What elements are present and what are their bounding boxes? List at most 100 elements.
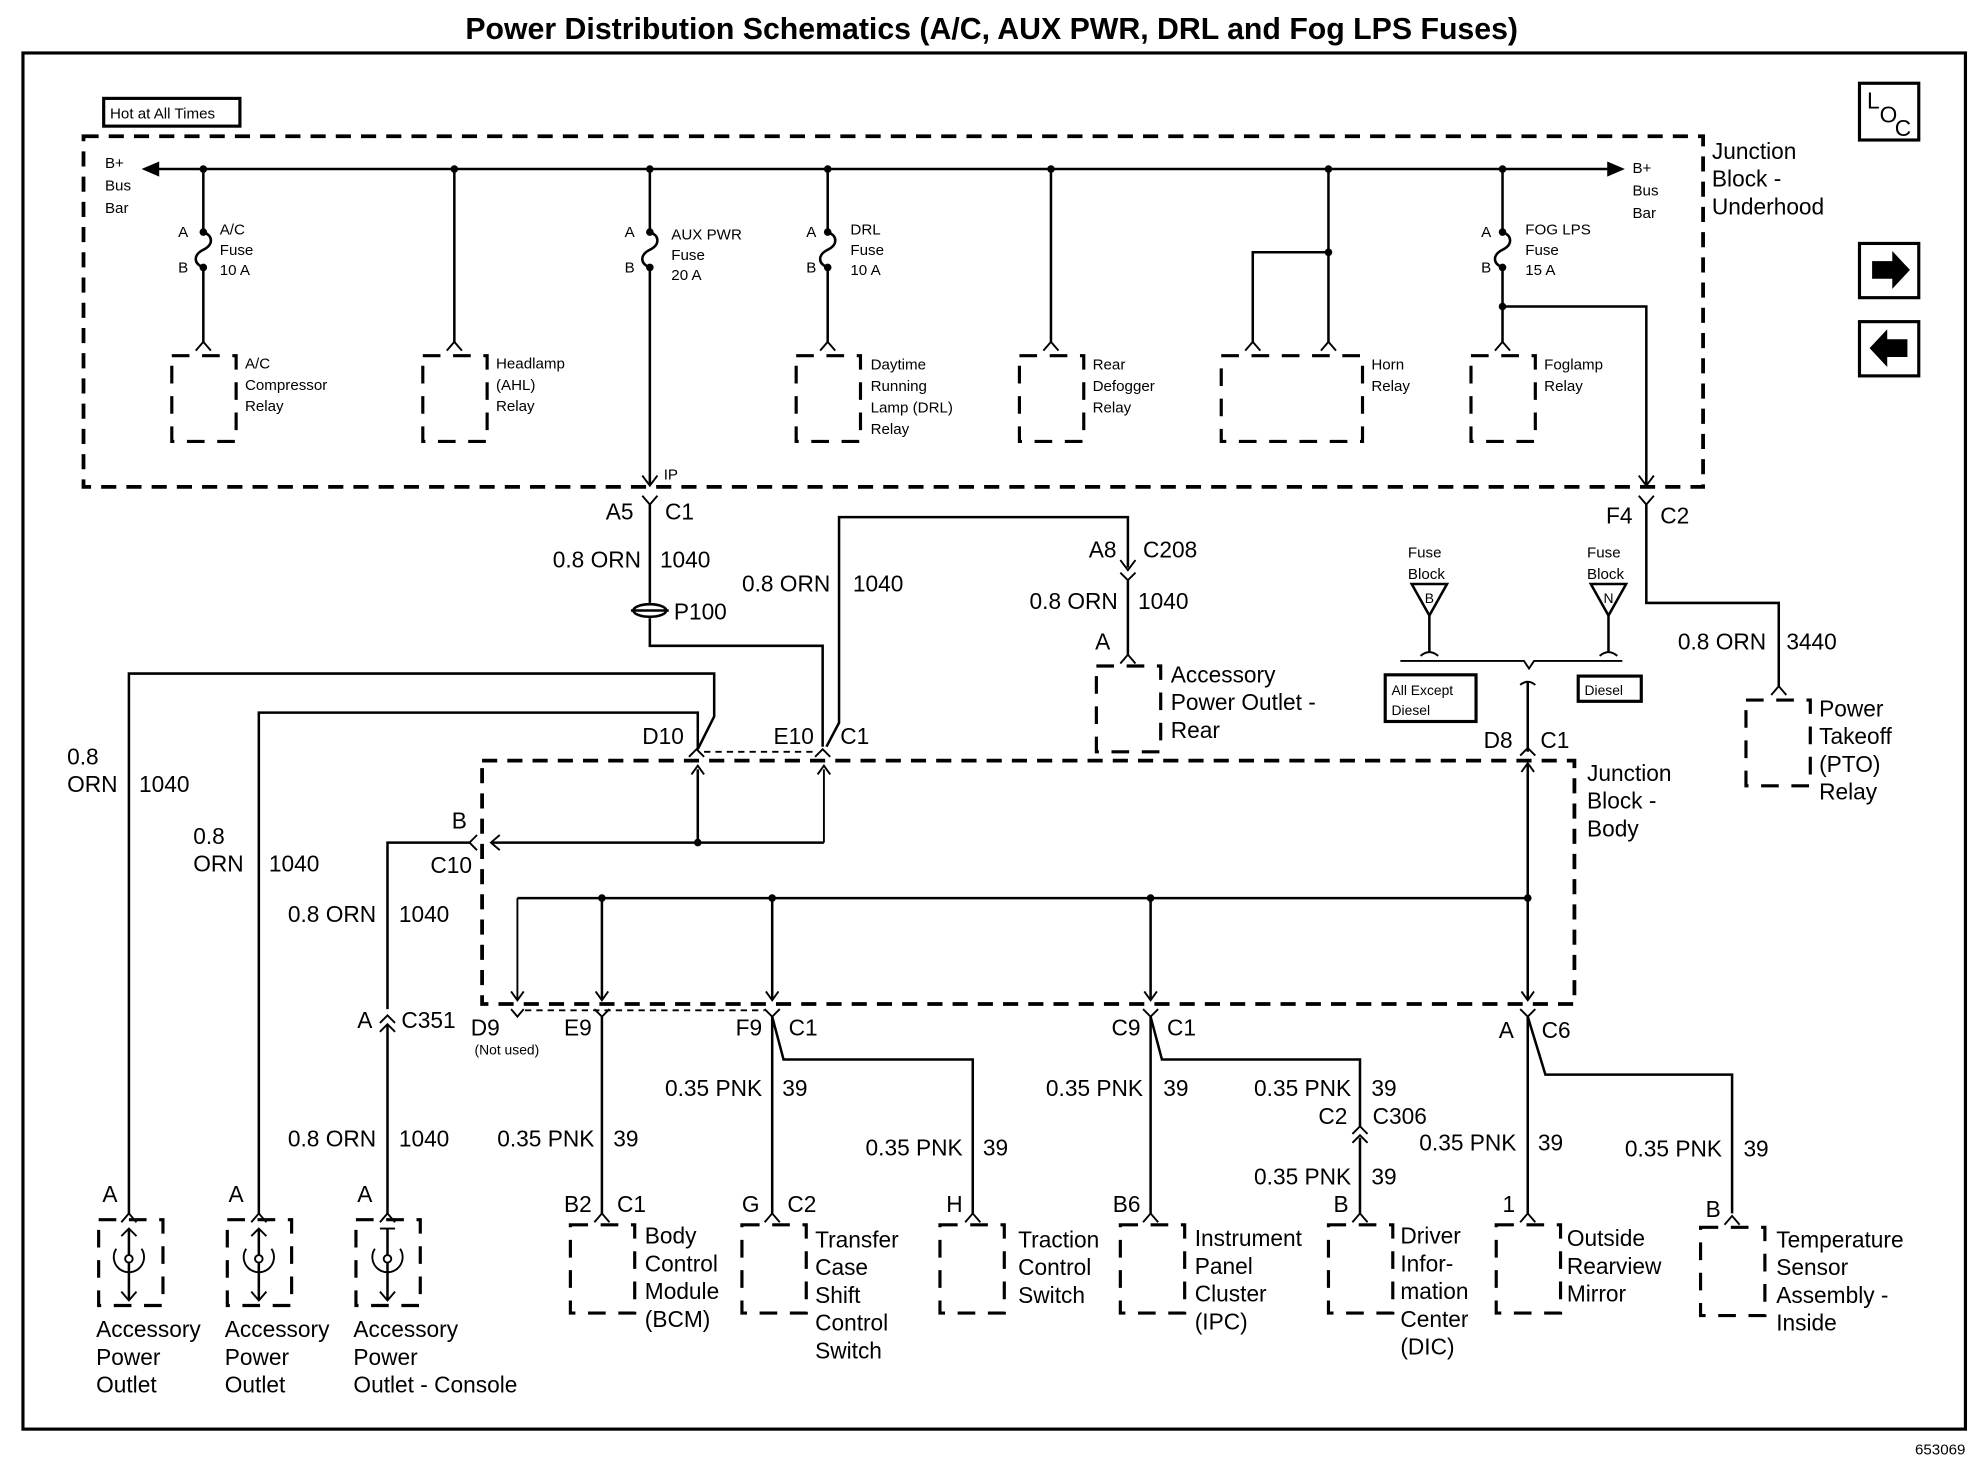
c10-conn: C10: [430, 852, 472, 878]
svg-text:Foglamp: Foglamp: [1544, 357, 1603, 374]
d8-connector-icon: [1519, 746, 1536, 757]
relay-foglamp: Foglamp Relay: [1469, 354, 1603, 444]
svg-text:Sensor: Sensor: [1776, 1254, 1848, 1280]
svg-text:B: B: [1425, 590, 1434, 606]
wire-e10-to-a8: [825, 515, 1130, 748]
svg-text:Defogger: Defogger: [1093, 378, 1155, 395]
pto-connector-icon: [1770, 684, 1788, 696]
junction-block-underhood-label: Junction Block - Underhood: [1712, 138, 1824, 219]
svg-text:Relay: Relay: [1093, 399, 1132, 416]
svg-text:Headlamp: Headlamp: [496, 355, 565, 372]
svg-text:(PTO): (PTO): [1819, 751, 1880, 777]
transfer-case-shift-control-switch: G C2 Transfer Case Shift Control Switch: [740, 1191, 899, 1363]
svg-text:All Except: All Except: [1392, 682, 1454, 698]
wire-label: 0.8 ORN: [1678, 629, 1766, 655]
arrow-right-icon: [1872, 251, 1910, 289]
f4-pin: F4: [1606, 502, 1632, 528]
c306-pin: C2: [1318, 1103, 1347, 1129]
svg-text:Temperature: Temperature: [1776, 1226, 1903, 1252]
body-control-module: B2 C1 Body Control Module (BCM): [564, 1191, 719, 1332]
svg-text:B: B: [1333, 1191, 1348, 1217]
apo-rear-connector-icon: [1119, 653, 1137, 665]
svg-text:B+: B+: [1632, 160, 1651, 177]
svg-text:Inside: Inside: [1776, 1310, 1837, 1336]
svg-text:Body: Body: [645, 1223, 697, 1249]
svg-text:B: B: [806, 259, 816, 276]
svg-text:(IPC): (IPC): [1195, 1308, 1248, 1334]
circuit-label: 1040: [139, 771, 189, 797]
svg-text:O: O: [1880, 101, 1898, 127]
svg-text:Control: Control: [645, 1250, 718, 1276]
a5-pin: A5: [606, 499, 634, 525]
svg-text:Traction: Traction: [1018, 1226, 1099, 1252]
wire-c10-to-c351: [386, 841, 470, 1010]
svg-text:L: L: [1867, 87, 1880, 113]
aux-pwr-fuse: A B AUX PWR Fuse 20 A: [625, 169, 742, 284]
svg-text:(AHL): (AHL): [496, 377, 535, 394]
circuit-label: 39: [1163, 1075, 1188, 1101]
circuit-label: 1040: [1138, 588, 1188, 614]
outside-rearview-mirror: 1 Outside Rearview Mirror: [1494, 1191, 1662, 1315]
svg-text:Accessory: Accessory: [1171, 661, 1276, 687]
wire-label: 0.35 PNK: [1254, 1163, 1351, 1189]
svg-text:Compressor: Compressor: [245, 377, 327, 394]
svg-text:Horn: Horn: [1371, 357, 1404, 374]
svg-text:Mirror: Mirror: [1567, 1281, 1627, 1307]
ac-fuse: A B A/C Fuse 10 A: [178, 169, 253, 352]
e9-pin: E9: [564, 1015, 592, 1041]
figure-id: 653069: [1915, 1441, 1965, 1458]
svg-text:1: 1: [1503, 1191, 1516, 1217]
wire-label: ORN: [67, 771, 117, 797]
next-page-button[interactable]: [1857, 241, 1921, 300]
svg-text:Power: Power: [1819, 695, 1884, 721]
svg-text:C1: C1: [617, 1191, 646, 1217]
bus-arrow-right-icon: [1607, 161, 1625, 177]
circuit-label: 1040: [399, 1126, 449, 1152]
circuit-label: 1040: [269, 851, 319, 877]
pto-relay: Power Takeoff (PTO) Relay: [1744, 695, 1893, 805]
svg-text:15 A: 15 A: [1525, 262, 1556, 279]
c9-conn: C1: [1167, 1015, 1196, 1041]
svg-text:Outlet: Outlet: [96, 1372, 157, 1398]
a5-conn: C1: [665, 499, 694, 525]
svg-text:Fuse: Fuse: [671, 247, 705, 264]
wire-label: 0.8: [67, 743, 99, 769]
accessory-power-outlet-2: A Accessory Power Outlet: [225, 1181, 330, 1397]
svg-text:Relay: Relay: [496, 398, 535, 415]
svg-text:Running: Running: [871, 378, 927, 395]
svg-text:Bar: Bar: [1632, 205, 1656, 222]
hot-at-all-times-label: Hot at All Times: [102, 96, 242, 128]
relay-drl: Daytime Running Lamp (DRL) Relay: [794, 354, 953, 444]
svg-text:Diesel: Diesel: [1392, 702, 1431, 718]
fuse-block-b: Fuse Block B: [1408, 545, 1450, 657]
temperature-sensor-assembly-inside: B Temperature Sensor Assembly - Inside: [1698, 1196, 1904, 1336]
c10-pin: B: [452, 808, 467, 834]
c306-arrow-icon: [1351, 1133, 1369, 1144]
svg-text:Power: Power: [225, 1344, 290, 1370]
svg-text:A: A: [178, 224, 189, 241]
junction-block-body-label: Junction Block - Body: [1587, 760, 1672, 841]
previous-page-button[interactable]: [1857, 320, 1921, 378]
circuit-label: 39: [1538, 1129, 1563, 1155]
wire-label: 0.8: [193, 823, 225, 849]
svg-text:Fuse: Fuse: [1587, 545, 1621, 562]
svg-text:Power: Power: [96, 1344, 161, 1370]
accessory-power-outlet-rear: Accessory Power Outlet - Rear: [1094, 661, 1316, 754]
svg-text:B2: B2: [564, 1191, 592, 1217]
location-button[interactable]: L O C: [1857, 81, 1921, 142]
svg-text:Lamp (DRL): Lamp (DRL): [871, 399, 953, 416]
relay-ac-compressor: A/C Compressor Relay: [170, 354, 327, 444]
circuit-label: 1040: [660, 547, 710, 573]
svg-text:A: A: [357, 1181, 373, 1207]
svg-text:Switch: Switch: [1018, 1282, 1085, 1308]
svg-text:Underhood: Underhood: [1712, 193, 1824, 219]
svg-text:B+: B+: [105, 155, 124, 172]
wire-label: 0.35 PNK: [497, 1126, 594, 1152]
headlamp-connector-icon: [446, 340, 463, 352]
svg-text:A: A: [229, 1181, 245, 1207]
c306-connector-icon: [1351, 1125, 1369, 1135]
svg-text:Block: Block: [1408, 566, 1445, 583]
svg-text:N: N: [1603, 590, 1613, 606]
ip-arrow-icon: [641, 474, 659, 488]
